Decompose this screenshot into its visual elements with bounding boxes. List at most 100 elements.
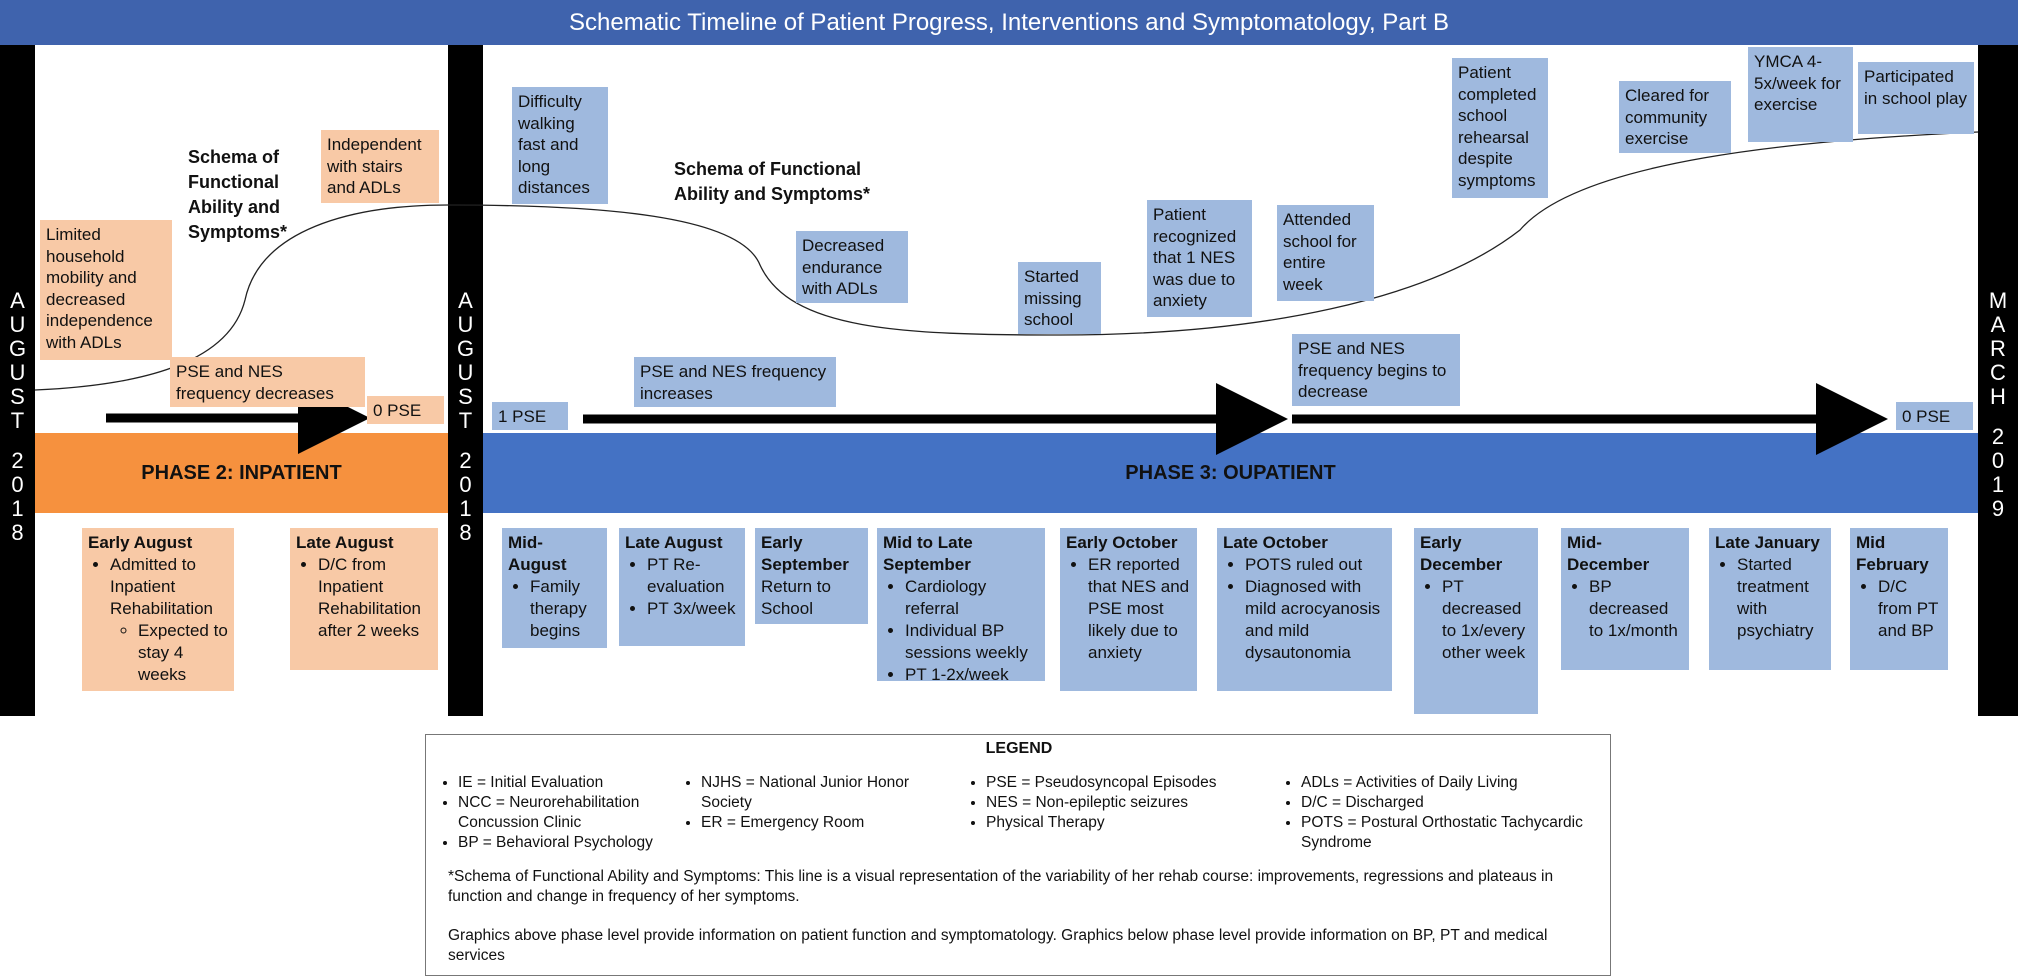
attended-school-box: Attended school for entire week (1277, 205, 1374, 301)
early-august-heading: Early August (88, 533, 193, 552)
marker-letter: R (1990, 336, 2006, 361)
marker-letter: T (10, 408, 25, 433)
ymca-box: YMCA 4-5x/week for exercise (1748, 47, 1853, 142)
mid-late-september-heading: Mid to Late September (883, 533, 973, 574)
marker-letter: U (457, 312, 474, 337)
mid-february-item: D/C from PT and BP (1878, 576, 1942, 642)
late-january-box: Late January Started treatment with psyc… (1709, 528, 1831, 670)
mid-december-heading: Mid-December (1567, 533, 1650, 574)
limited-mobility-box: Limited household mobility and decreased… (40, 220, 172, 360)
early-december-heading: Early December (1420, 533, 1503, 574)
pse-nes-begins-decrease-box: PSE and NES frequency begins to decrease (1292, 334, 1460, 406)
legend-col-4: ADLs = Activities of Daily Living D/C = … (1281, 773, 1606, 853)
marker-digit: 1 (459, 496, 472, 521)
late-october-item-1: POTS ruled out (1245, 554, 1386, 576)
marker-letter: U (9, 312, 26, 337)
mid-december-box: Mid-December BP decreased to 1x/month (1561, 528, 1689, 670)
patient-recognized-box: Patient recognized that 1 NES was due to… (1147, 200, 1252, 317)
marker-digit: 1 (1991, 472, 2005, 497)
mid-august-heading: Mid-August (508, 533, 567, 574)
late-august-op-box: Late August PT Re-evaluation PT 3x/week (619, 528, 745, 646)
early-august-subitem: Expected to stay 4 weeks (138, 620, 228, 686)
early-september-heading: Early September (761, 533, 849, 574)
decreased-endurance-box: Decreased endurance with ADLs (796, 231, 908, 303)
late-august-op-item-2: PT 3x/week (647, 598, 739, 620)
started-missing-school-box: Started missing school (1018, 262, 1101, 334)
marker-digit: 0 (11, 472, 24, 497)
marker-letter: A (1990, 312, 2006, 337)
legend-item: IE = Initial Evaluation (458, 773, 700, 793)
pse-nes-increases-box: PSE and NES frequency increases (634, 357, 836, 407)
mid-late-september-item-1: Cardiology referral (905, 576, 1039, 620)
legend-col-2: NJHS = National Junior Honor Society ER … (681, 773, 943, 833)
pse-nes-decreases-box: PSE and NES frequency decreases (170, 357, 365, 407)
early-august-box: Early August Admitted to Inpatient Rehab… (82, 528, 234, 691)
legend-item: Physical Therapy (986, 813, 1256, 833)
marker-letter: S (458, 384, 473, 409)
marker-letter: C (1990, 360, 2006, 385)
early-october-item: ER reported that NES and PSE most likely… (1088, 554, 1191, 664)
legend-col-1: IE = Initial Evaluation NCC = Neurorehab… (438, 773, 700, 853)
late-august-op-heading: Late August (625, 533, 723, 552)
early-september-text: Return to School (761, 577, 831, 618)
marker-digit: 2 (11, 448, 24, 473)
late-october-item-2: Diagnosed with mild acrocyanosis and mil… (1245, 576, 1386, 664)
legend-note-graphics: Graphics above phase level provide infor… (448, 927, 1548, 964)
schema-label-phase3: Schema of Functional Ability and Symptom… (674, 159, 871, 204)
legend-item: NJHS = National Junior Honor Society (701, 773, 943, 813)
marker-digit: 8 (459, 520, 472, 545)
legend-item: ER = Emergency Room (701, 813, 943, 833)
late-january-heading: Late January (1715, 533, 1820, 552)
legend: LEGEND IE = Initial Evaluation NCC = Neu… (425, 734, 1611, 976)
independent-stairs-box: Independent with stairs and ADLs (321, 130, 439, 203)
marker-letter: H (1990, 384, 2006, 409)
school-play-box: Participated in school play (1858, 62, 1974, 134)
late-october-box: Late October POTS ruled out Diagnosed wi… (1217, 528, 1392, 691)
marker-digit: 2 (459, 448, 472, 473)
mid-august-box: Mid-August Family therapy begins (502, 528, 607, 648)
diagram-title: Schematic Timeline of Patient Progress, … (0, 0, 2018, 45)
legend-item: POTS = Postural Orthostatic Tachycardic … (1301, 813, 1606, 853)
phase2-bar: PHASE 2: INPATIENT (35, 433, 448, 513)
mid-february-heading: Mid February (1856, 533, 1929, 574)
mid-late-september-item-3: PT 1-2x/week (905, 664, 1039, 686)
marker-letter: U (457, 360, 474, 385)
marker-letter: A (458, 288, 473, 313)
early-december-item: PT decreased to 1x/every other week (1442, 576, 1532, 664)
marker-letter: T (458, 408, 473, 433)
difficulty-walking-box: Difficulty walking fast and long distanc… (512, 87, 608, 204)
late-august-op-item-1: PT Re-evaluation (647, 554, 739, 598)
marker-letter: M (1988, 288, 2008, 313)
late-august-item: D/C from Inpatient Rehabilitation after … (318, 554, 432, 642)
legend-item: D/C = Discharged (1301, 793, 1606, 813)
legend-title: LEGEND (985, 740, 1053, 757)
marker-digit: 8 (11, 520, 24, 545)
marker-letter: U (9, 360, 26, 385)
legend-item: NES = Non-epileptic seizures (986, 793, 1256, 813)
legend-note-schema: *Schema of Functional Ability and Sympto… (448, 868, 1554, 905)
zero-pse-end-box: 0 PSE (1896, 402, 1973, 430)
marker-digit: 9 (1991, 496, 2005, 521)
mid-february-box: Mid February D/C from PT and BP (1850, 528, 1948, 670)
legend-item: NCC = Neurorehabilitation Concussion Cli… (458, 793, 700, 833)
late-august-heading: Late August (296, 533, 394, 552)
legend-item: PSE = Pseudosyncopal Episodes (986, 773, 1256, 793)
schema-label-phase2: Schema of Functional Ability and Symptom… (188, 147, 288, 242)
marker-letter: S (10, 384, 25, 409)
late-august-box: Late August D/C from Inpatient Rehabilit… (290, 528, 438, 670)
marker-digit: 2 (1991, 424, 2005, 449)
one-pse-box: 1 PSE (492, 402, 568, 430)
cleared-exercise-box: Cleared for community exercise (1619, 81, 1731, 153)
early-september-box: Early September Return to School (755, 528, 868, 624)
school-rehearsal-box: Patient completed school rehearsal despi… (1452, 58, 1548, 198)
marker-letter: G (456, 336, 475, 361)
early-october-box: Early October ER reported that NES and P… (1060, 528, 1197, 691)
early-october-heading: Early October (1066, 533, 1178, 552)
marker-digit: 0 (1991, 448, 2005, 473)
legend-item: BP = Behavioral Psychology (458, 833, 700, 853)
mid-late-september-box: Mid to Late September Cardiology referra… (877, 528, 1045, 684)
legend-item: ADLs = Activities of Daily Living (1301, 773, 1606, 793)
